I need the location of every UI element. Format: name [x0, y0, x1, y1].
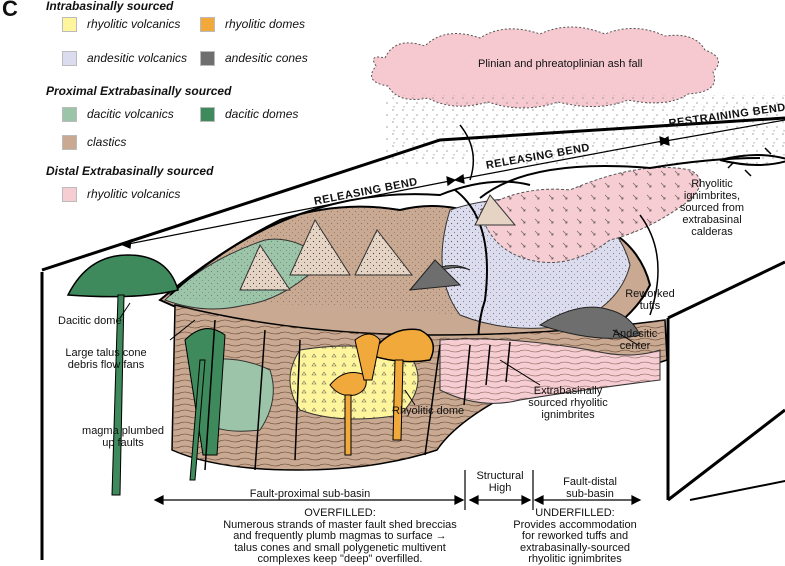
legend-item-andesitic-volcanics: andesitic volcanics	[62, 48, 187, 68]
legend-label: rhyolitic domes	[225, 17, 306, 31]
swatch-dacitic-domes	[200, 106, 215, 122]
legend-label: rhyolitic volcanics	[87, 17, 181, 31]
label-line: talus cones and small polygenetic multiv…	[234, 541, 446, 554]
label-line: tuffs	[639, 300, 661, 312]
label-line: Structural	[476, 470, 524, 482]
legend-heading-intrabasinal: Intrabasinally sourced	[46, 0, 174, 13]
subbasin-arrows	[153, 470, 642, 510]
legend-label: clastics	[87, 135, 127, 149]
swatch-distal-rhyolitic-volcanics	[62, 186, 77, 202]
section-faults	[204, 319, 511, 471]
underfilled-note: UNDERFILLED: Provides accommodation for …	[505, 507, 645, 566]
legend-item-distal-rhyolitic-volcanics: rhyolitic volcanics	[62, 184, 180, 204]
label-line: for reworked tuffs and	[521, 530, 629, 542]
legend-item-dacitic-volcanics: dacitic volcanics	[62, 104, 174, 124]
extrabasinal-ignimbrites-label: Extrabasinally sourced rhyolitic ignimbr…	[518, 385, 618, 421]
label-line: Fault-distal	[563, 476, 617, 488]
legend-heading-proximal: Proximal Extrabasinally sourced	[46, 84, 232, 98]
label-line: extrabasinal	[682, 214, 742, 226]
label-line: and frequently plumb magmas to surface →	[233, 530, 447, 542]
dacitic-dome-shape	[66, 254, 226, 496]
overfilled-note: OVERFILLED: Numerous strands of master f…	[200, 507, 480, 566]
dacitic-dome-label: Dacitic dome	[58, 315, 122, 327]
talus-cones	[239, 194, 517, 291]
label-line: up faults	[102, 437, 144, 449]
label-line: Provides accommodation	[513, 518, 637, 531]
label-line: Extrabasinally	[533, 385, 603, 397]
label-line: OVERFILLED:	[304, 507, 376, 519]
label-line: sourced rhyolitic	[528, 397, 608, 409]
leader-lines	[119, 302, 639, 406]
label-line: UNDERFILLED:	[535, 507, 615, 519]
restraining-symbol	[719, 147, 785, 177]
label-line: extrabasinally-sourced	[519, 541, 631, 554]
legend-item-rhyolitic-volcanics: rhyolitic volcanics	[62, 14, 180, 34]
legend-item-dacitic-domes: dacitic domes	[200, 104, 298, 124]
label-line: Rhyolitic	[691, 178, 733, 190]
swatch-clastics	[62, 134, 77, 150]
swatch-rhyolitic-volcanics	[62, 16, 77, 32]
structural-high-label: Structural High	[468, 470, 532, 494]
ash-fall-label: Plinian and phreatoplinian ash fall	[478, 58, 643, 70]
ash-cloud	[371, 26, 719, 109]
label-line: sourced from	[679, 202, 745, 214]
legend-heading-distal: Distal Extrabasinally sourced	[46, 164, 214, 178]
label-line: High	[488, 482, 512, 494]
fault-distal-label: Fault-distal sub-basin	[540, 476, 640, 500]
legend-label: dacitic volcanics	[87, 107, 174, 121]
label-line: rhyolitic ignimbrites	[528, 553, 622, 565]
label-line: debris flow fans	[67, 359, 145, 371]
legend-item-andesitic-cones: andesitic cones	[200, 48, 308, 68]
label-line: Andesitic	[612, 328, 658, 340]
panel-label: C	[2, 0, 18, 21]
legend-item-clastics: clastics	[62, 132, 126, 152]
swatch-rhyolitic-domes	[200, 16, 215, 32]
rhyolitic-dome-shapes	[329, 328, 435, 456]
reworked-tuffs-label: Reworked tuffs	[620, 288, 680, 312]
label-line: magma plumbed	[82, 425, 164, 437]
label-line: ignimbrites	[541, 409, 595, 421]
talus-cone-label: Large talus cone debris flow fans	[48, 347, 164, 371]
rhyolitic-dome-label: Rhyolitic dome	[392, 405, 465, 417]
swatch-andesitic-cones	[200, 50, 215, 66]
legend-item-rhyolitic-domes: rhyolitic domes	[200, 14, 305, 34]
legend-label: rhyolitic volcanics	[87, 187, 181, 201]
block-outline	[40, 116, 785, 560]
fault-proximal-label: Fault-proximal sub-basin	[249, 488, 371, 500]
label-line: ignimbrites,	[683, 190, 741, 202]
label-line: calderas	[691, 226, 733, 238]
rhyolitic-ignimbrites-label: Rhyolitic ignimbrites, sourced from extr…	[670, 178, 754, 238]
label-line: sub-basin	[566, 488, 614, 500]
legend-label: andesitic volcanics	[87, 51, 188, 65]
legend-label: dacitic domes	[225, 107, 299, 121]
label-line: center	[619, 340, 651, 352]
legend-label: andesitic cones	[225, 51, 308, 65]
label-line: Numerous strands of master fault shed br…	[223, 518, 457, 531]
magma-plumbed-label: magma plumbed up faults	[78, 425, 168, 449]
bend-arrows	[121, 119, 785, 249]
label-line: Large talus cone	[65, 347, 147, 359]
swatch-dacitic-volcanics	[62, 106, 77, 122]
swatch-andesitic-volcanics	[62, 50, 77, 66]
label-line: complexes keep "deep" overfilled.	[257, 553, 423, 565]
andesitic-center-label: Andesitic center	[600, 328, 670, 352]
label-line: Reworked	[625, 288, 675, 300]
